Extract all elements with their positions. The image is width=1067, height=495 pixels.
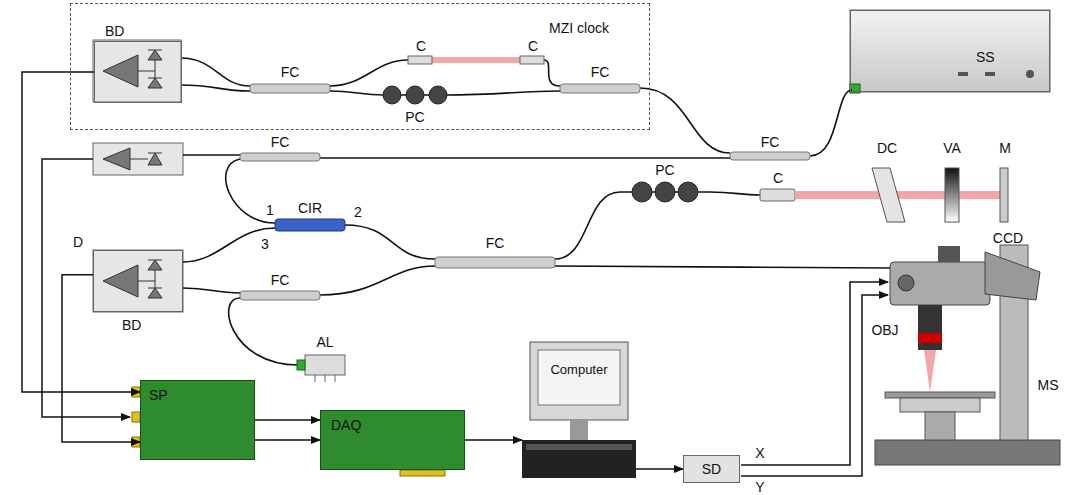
mirror	[1000, 168, 1008, 222]
driver-box: SD	[683, 455, 740, 483]
part-label: FC	[271, 134, 290, 150]
node-label: SP	[149, 387, 168, 403]
variable-attenuator	[945, 168, 959, 222]
signal-connector	[465, 439, 522, 441]
part-label: DC	[877, 140, 897, 156]
polarization-controller	[383, 86, 698, 202]
dispersion-compensator	[872, 168, 905, 222]
computer	[522, 342, 636, 478]
part-label: 1	[266, 202, 274, 218]
part-label: M	[999, 140, 1011, 156]
signal-connector	[636, 468, 683, 470]
part-label: PC	[405, 109, 424, 125]
node-label: BD	[122, 317, 141, 333]
part-label: CIR	[298, 200, 322, 216]
part-label: MS	[1038, 377, 1059, 393]
aiming-laser	[297, 355, 345, 382]
signal-connector	[62, 275, 140, 442]
part-label: C	[773, 170, 783, 186]
circulator	[275, 219, 345, 231]
part-label: D	[73, 234, 83, 250]
fiber-coupler	[240, 84, 810, 300]
detector-housing	[93, 40, 183, 312]
detector-box: BD	[94, 41, 182, 103]
part-label: FC	[281, 64, 300, 80]
part-label: CCD	[993, 230, 1023, 246]
part-label: C	[416, 38, 426, 54]
node-label: MZI clock	[549, 20, 609, 36]
part-label: VA	[943, 140, 961, 156]
part-label: PC	[655, 162, 674, 178]
signal-connector	[255, 439, 320, 441]
computer-box: Computer	[522, 342, 636, 478]
detector-symbol	[103, 50, 162, 298]
source-box: SS	[850, 10, 1050, 92]
scan-wire	[741, 282, 888, 465]
part-label: 2	[354, 204, 362, 220]
signal-connector	[255, 419, 320, 421]
node-label: BD	[105, 23, 124, 39]
collimator	[408, 56, 795, 201]
part-label: OBJ	[871, 322, 898, 338]
swept-source	[850, 10, 1050, 93]
node-label: Computer	[550, 362, 607, 378]
microscope	[875, 245, 1060, 465]
node-label: SD	[702, 461, 721, 477]
node-label: SS	[976, 49, 995, 65]
part-label: FC	[486, 235, 505, 251]
part-label: FC	[761, 134, 780, 150]
signal-connector	[22, 72, 140, 392]
daq-board: DAQ	[320, 410, 465, 470]
part-label: Y	[755, 479, 764, 495]
detector-box: BD	[93, 250, 183, 312]
part-label: 3	[261, 236, 269, 252]
group-box: MZI clockBD	[70, 3, 650, 130]
part-label: FC	[271, 272, 290, 288]
optical-fiber	[181, 58, 890, 365]
laser-beam	[432, 57, 520, 63]
signal-wire	[42, 159, 130, 417]
processor-board: SP	[140, 380, 255, 460]
node-label: DAQ	[331, 417, 361, 433]
part-label: FC	[591, 64, 610, 80]
part-label: C	[528, 38, 538, 54]
scan-wire	[741, 295, 888, 476]
part-label: AL	[316, 334, 333, 350]
part-label: X	[755, 445, 764, 461]
